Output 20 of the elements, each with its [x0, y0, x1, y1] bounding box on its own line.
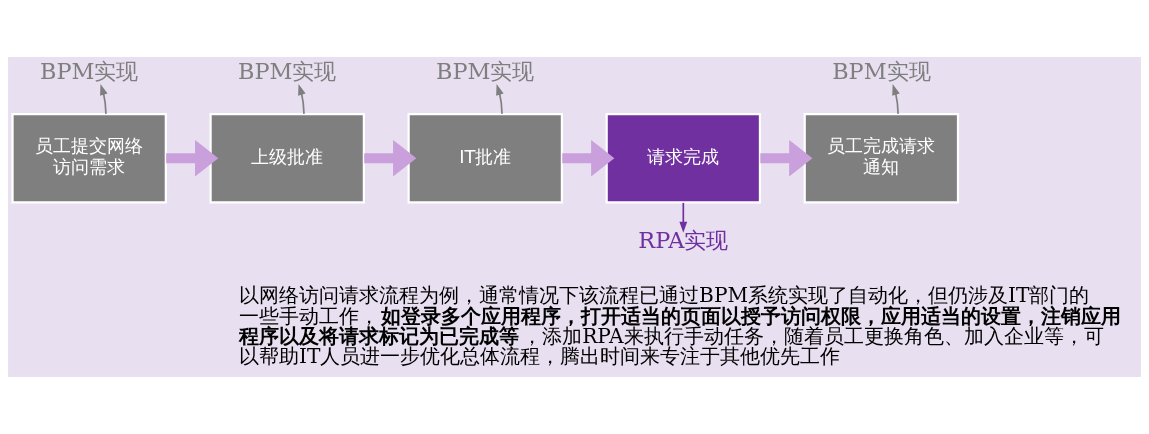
node-text: BPM实现: [238, 58, 337, 85]
arrow: [298, 83, 306, 115]
arrow: [496, 83, 504, 115]
node-text: BPM实现: [40, 58, 139, 85]
node-box: IT批准: [407, 112, 564, 204]
node-box: 员工完成请求通知: [803, 112, 960, 204]
arrow: [892, 83, 900, 115]
label: 以网络访问请求流程为例，通常情况下该流程已通过BPM系统实现了自动化，但仍涉及IT部门的一些手动工作，如登录多个应用程序，打开适当的页面以授予访问权限，应用适当的设置，注销应用程序以及将请求标记为已完成等，添加RPA来执行手动任务，随着员工更换角色、加入企业等，可以帮助IT人员进一步优化总体流程，腾出时间来专注于其他优先工作: [239, 283, 1122, 368]
node-text: BPM实现: [436, 58, 535, 85]
node-box: 请求完成: [605, 112, 762, 204]
arrow: [364, 139, 417, 177]
arrow: [562, 139, 615, 177]
node-box: 上级批准: [209, 112, 365, 204]
node-text: RPA实现: [638, 227, 729, 254]
arrow: [166, 139, 219, 177]
arrow: [100, 83, 108, 115]
node-box: 员工提交网络访问需求: [11, 112, 167, 204]
arrow: [760, 139, 813, 177]
node-text: BPM实现: [832, 58, 931, 85]
arrow: [679, 202, 688, 233]
